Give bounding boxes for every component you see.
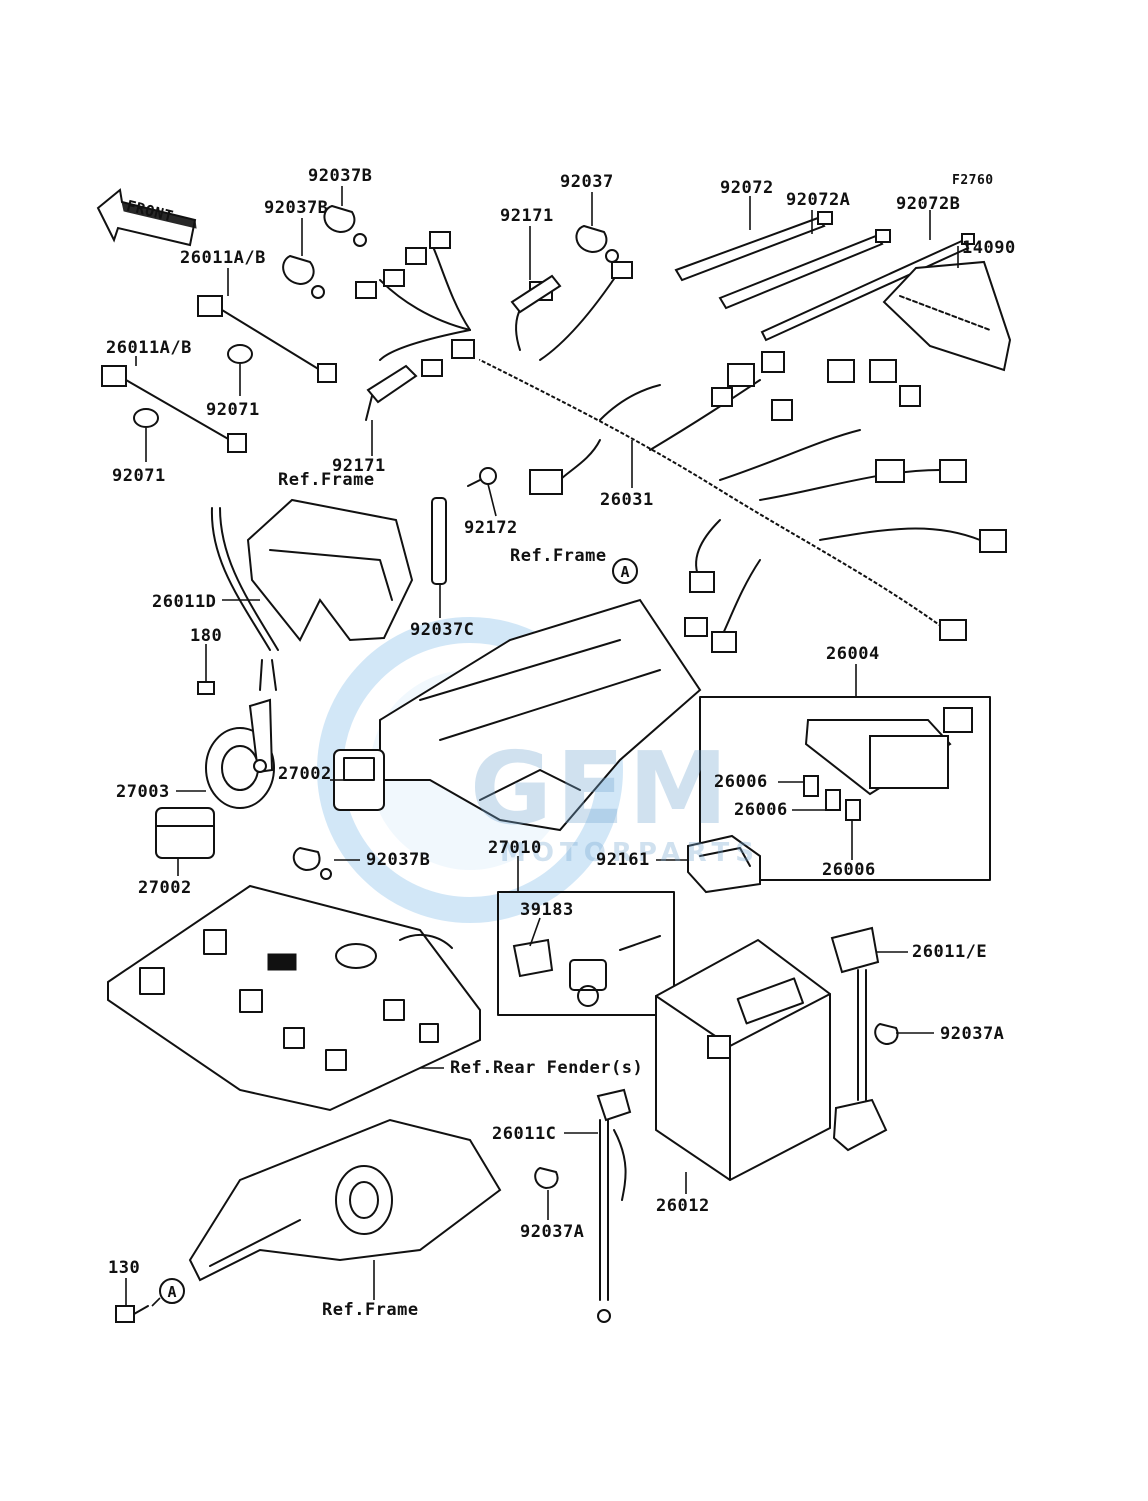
watermark-sub: MOTORPARTS	[500, 838, 760, 868]
part-label-26006-2[interactable]: 26006	[734, 800, 788, 820]
front-arrow-icon	[96, 188, 197, 247]
bolt-180	[197, 681, 215, 695]
clip-92037A-right	[874, 1023, 899, 1045]
relay-27002-middle	[333, 749, 385, 811]
part-label-26011AB-2[interactable]: 26011A/B	[106, 338, 192, 358]
part-label-92071-1[interactable]: 92071	[206, 400, 260, 420]
frame-lower	[188, 1118, 502, 1282]
frame-main-center	[379, 598, 702, 832]
part-label-92037B-top[interactable]: 92037B	[308, 166, 373, 186]
band-92171-top	[510, 274, 562, 314]
frame-bracket-upper	[246, 498, 414, 642]
part-label-26012[interactable]: 26012	[656, 1196, 710, 1216]
ref-frame-label-1: Ref.Frame	[278, 470, 375, 490]
cable-tie-92072B	[760, 233, 975, 342]
part-label-27010[interactable]: 27010	[488, 838, 542, 858]
part-label-92072[interactable]: 92072	[720, 178, 774, 198]
part-label-27002-1[interactable]: 27002	[278, 764, 332, 784]
cable-tie-92072	[674, 211, 833, 282]
part-label-92172[interactable]: 92172	[464, 518, 518, 538]
cover-14090	[882, 260, 1012, 372]
callout-box-27010	[497, 891, 675, 1016]
battery-26012	[655, 938, 831, 1182]
ref-frame-label-3: Ref.Frame	[322, 1300, 419, 1320]
part-label-26006-1[interactable]: 26006	[714, 772, 768, 792]
cable-26011E	[830, 926, 888, 1152]
part-label-92037B-low[interactable]: 92037B	[366, 850, 431, 870]
strap-92037C	[431, 497, 447, 585]
part-label-27002-2[interactable]: 27002	[138, 878, 192, 898]
cable-26011C	[596, 1088, 632, 1323]
part-label-26031[interactable]: 26031	[600, 490, 654, 510]
grommet-92071-upper	[227, 344, 253, 364]
part-label-26011E[interactable]: 26011/E	[912, 942, 988, 962]
part-label-26011D[interactable]: 26011D	[152, 592, 217, 612]
wire-26011D	[210, 507, 279, 691]
sensor-26011AB-upper	[197, 295, 337, 383]
part-label-92161[interactable]: 92161	[596, 850, 650, 870]
clip-92037	[575, 225, 619, 263]
grommet-92071-lower	[133, 408, 159, 428]
part-label-92037C[interactable]: 92037C	[410, 620, 475, 640]
screw-92172	[467, 467, 497, 487]
part-label-26004[interactable]: 26004	[826, 644, 880, 664]
clip-92037B-top	[323, 205, 367, 247]
part-label-92072B[interactable]: 92072B	[896, 194, 961, 214]
part-label-92071-2[interactable]: 92071	[112, 466, 166, 486]
part-label-92037[interactable]: 92037	[560, 172, 614, 192]
part-label-92037A-right[interactable]: 92037A	[940, 1024, 1005, 1044]
part-label-92037A-bottom[interactable]: 92037A	[520, 1222, 585, 1242]
part-label-26011AB-1[interactable]: 26011A/B	[180, 248, 266, 268]
callout-marker-a-upper: A	[612, 558, 638, 584]
part-label-26006-3[interactable]: 26006	[822, 860, 876, 880]
leader-lines	[125, 186, 959, 1307]
part-label-26011C[interactable]: 26011C	[492, 1124, 557, 1144]
callout-a-text-lower: A	[167, 1283, 176, 1301]
callout-marker-a-lower: A	[159, 1278, 185, 1304]
part-label-130[interactable]: 130	[108, 1258, 141, 1278]
cable-tie-92072A	[718, 229, 891, 310]
band-92171-mid	[365, 364, 418, 421]
part-label-92171-top[interactable]: 92171	[500, 206, 554, 226]
clip-92037B-low	[292, 847, 332, 880]
watermark-brand: GEM	[470, 730, 732, 847]
part-label-39183[interactable]: 39183	[520, 900, 574, 920]
part-label-92171-mid[interactable]: 92171	[332, 456, 386, 476]
callout-a-text-upper: A	[620, 563, 629, 581]
part-label-92072A[interactable]: 92072A	[786, 190, 851, 210]
diagram-code: F2760	[952, 173, 994, 188]
clip-92037B-left	[282, 255, 325, 299]
sensor-26011AB-lower	[101, 365, 247, 453]
horn-27003	[205, 698, 275, 809]
bolt-130	[115, 1305, 149, 1323]
rear-fender-tray	[107, 884, 481, 1112]
part-label-180[interactable]: 180	[190, 626, 223, 646]
wiring-harness-26031	[355, 231, 1007, 653]
part-label-92037B-left[interactable]: 92037B	[264, 198, 329, 218]
ref-frame-label-2: Ref.Frame	[510, 546, 607, 566]
callout-box-26004	[699, 696, 991, 881]
case-92161	[687, 834, 761, 894]
clip-92037A-bottom	[534, 1167, 559, 1189]
relay-27002-lower	[155, 807, 215, 859]
ref-rear-fender-label: Ref.Rear Fender(s)	[450, 1058, 644, 1078]
part-label-27003[interactable]: 27003	[116, 782, 170, 802]
part-label-14090[interactable]: 14090	[962, 238, 1016, 258]
